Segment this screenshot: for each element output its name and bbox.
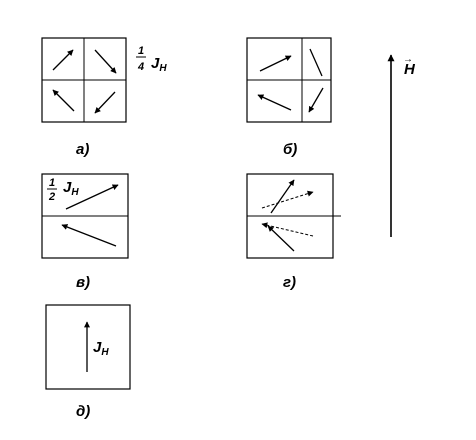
panel-d-frame — [45, 304, 131, 390]
panel-v-domain-arrow-upper — [65, 184, 119, 210]
field-h: → H — [387, 54, 416, 237]
panel-b-domain-arrow-lr — [308, 87, 324, 113]
panel-g-dashed-arrow-lower — [261, 222, 314, 237]
panel-a-magnetization-symbol: JH — [151, 55, 167, 74]
panel-g-moment-arrow-upper — [270, 179, 295, 214]
panel-g-caption: г) — [283, 274, 296, 291]
panel-g: г) — [246, 173, 341, 291]
panel-a-domain-arrow-ur — [94, 49, 117, 74]
panel-g-dashed-arrow-upper — [261, 190, 314, 209]
panel-b-domain-arrow-ll — [257, 94, 292, 111]
panel-d-caption: д) — [76, 403, 90, 420]
panel-v-fraction-numerator: 1 — [49, 177, 55, 189]
field-h-vector-mark: → — [403, 54, 413, 65]
panel-g-moment-arrow-lower — [267, 225, 295, 252]
panel-d-magnetization-symbol: JH — [93, 339, 109, 358]
panel-a-domain-arrow-ll — [52, 89, 75, 112]
panel-a-caption: а) — [76, 141, 89, 158]
panel-v-caption: в) — [76, 274, 90, 291]
panel-v-fraction-denominator: 2 — [48, 191, 55, 203]
panel-a-domain-arrow-ul — [52, 49, 74, 71]
panel-a: 1 4 JH а) — [41, 37, 167, 158]
field-h-label: H — [404, 61, 416, 78]
panel-a-domain-arrow-lr — [94, 91, 116, 114]
panel-v-domain-arrow-lower — [61, 224, 117, 247]
panel-b: б) — [246, 37, 332, 158]
panel-v: 1 2 JH в) — [41, 173, 129, 291]
panel-b-caption: б) — [283, 141, 297, 158]
panel-b-domain-arrow-ul — [259, 55, 292, 72]
panel-a-fraction-denominator: 4 — [137, 61, 144, 73]
panel-v-magnetization-symbol: JH — [63, 179, 79, 198]
panel-b-domain-arrow-ur — [309, 48, 323, 77]
panel-a-fraction-numerator: 1 — [138, 45, 144, 57]
panel-d: JH д) — [45, 304, 131, 420]
